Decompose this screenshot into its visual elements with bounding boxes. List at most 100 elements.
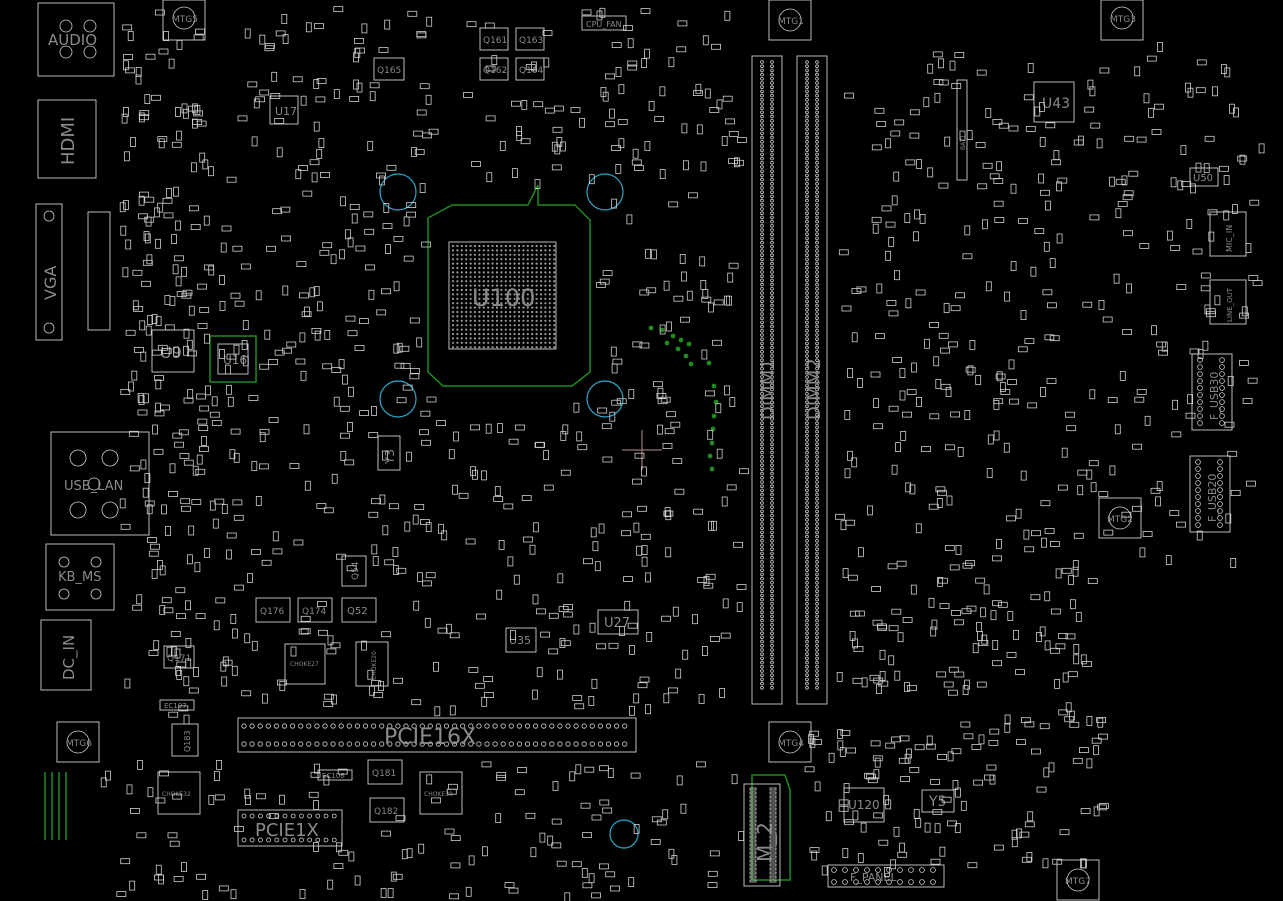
dimm-pin — [815, 685, 819, 690]
passive-pad — [382, 525, 389, 536]
m2-pin — [769, 867, 777, 871]
passive-pad — [1154, 103, 1164, 110]
passive-pad — [349, 96, 360, 102]
passive-pad — [259, 428, 270, 435]
pcie16x-slot[interactable]: PCIE16X — [237, 717, 637, 753]
cpu-pin — [478, 297, 481, 300]
passive-pad — [925, 743, 936, 750]
cpu-pin — [526, 306, 529, 309]
usb-lan-connector[interactable]: USB_LAN — [50, 431, 150, 536]
passive-pad — [710, 636, 720, 642]
svg-text:F_USB30: F_USB30 — [1208, 372, 1221, 420]
dimm-pin — [805, 81, 809, 85]
q176[interactable]: Q176 — [255, 597, 291, 623]
passive-pad — [1109, 176, 1115, 187]
passive-pad — [309, 287, 316, 298]
f-usb20-header[interactable]: F_USB20 — [1189, 455, 1231, 533]
q171[interactable]: Q171 — [163, 645, 195, 669]
dimm-pin — [760, 387, 764, 392]
ec106-cap[interactable]: EC106 — [317, 769, 353, 781]
bat1-holder[interactable]: BAT1 — [956, 79, 968, 181]
cpu-pin — [491, 306, 494, 309]
q163[interactable]: Q163 — [515, 27, 545, 51]
dimm-pin — [815, 400, 819, 405]
passive-pad — [347, 237, 354, 248]
passive-pad — [1230, 558, 1237, 568]
passive-pad — [640, 533, 651, 540]
passive-pad — [601, 423, 612, 430]
passive-pad — [1176, 284, 1187, 291]
mic-in-header[interactable]: MIC_IN — [1209, 211, 1247, 257]
q174[interactable]: Q174 — [297, 597, 333, 623]
u43-chip[interactable]: U43 — [1033, 81, 1075, 123]
cpu-fan-header[interactable]: CPU_FAN — [581, 15, 627, 31]
q52[interactable]: Q52 — [341, 597, 377, 623]
passive-pad — [941, 796, 952, 803]
q181[interactable]: Q181 — [367, 759, 403, 785]
q165[interactable]: Q165 — [373, 57, 405, 81]
kb-ms-connector[interactable]: KB_MS — [45, 543, 115, 611]
u35-chip[interactable]: U35 — [505, 627, 537, 653]
cpu-pin — [465, 341, 468, 344]
cpu-pin — [451, 315, 455, 318]
dimm1-slot[interactable]: DIMM1 — [751, 55, 783, 705]
dc-in-connector[interactable]: DC_IN — [40, 619, 92, 691]
dimm-pin — [815, 270, 819, 274]
svg-text:Q183: Q183 — [183, 730, 192, 752]
q182[interactable]: Q182 — [369, 797, 405, 823]
passive-pad — [274, 118, 285, 124]
u17-chip[interactable]: U17 — [269, 95, 299, 125]
y3-crystal[interactable]: Y3 — [377, 435, 401, 471]
passive-pad — [481, 761, 492, 768]
passive-pad — [962, 685, 969, 695]
vga-connector[interactable]: VGA — [35, 203, 111, 341]
dimm-pin — [760, 681, 764, 686]
passive-pad — [175, 220, 181, 231]
passive-pad — [358, 318, 369, 325]
header-pin — [1197, 420, 1203, 426]
f-panel-header[interactable]: F_PANEL — [827, 864, 945, 888]
passive-pad — [1237, 155, 1248, 162]
passive-pad — [163, 607, 174, 614]
cpu-socket[interactable]: U100 — [427, 184, 591, 387]
cpu-pin — [517, 293, 521, 296]
passive-pad — [126, 784, 133, 795]
passive-pad — [175, 666, 182, 676]
dimm-pin — [760, 89, 764, 94]
audio-connector[interactable]: AUDIO — [37, 2, 115, 77]
green-trace-left — [44, 772, 67, 840]
passive-pad — [148, 650, 159, 656]
pcie1x-slot[interactable]: PCIE1X — [237, 809, 343, 847]
choke32[interactable]: CHOKE32 — [157, 771, 201, 815]
u27-chip[interactable]: U27 — [597, 609, 639, 635]
cpu-pin — [544, 341, 547, 344]
cpu-pin — [509, 288, 512, 292]
dimm-pin — [770, 169, 774, 174]
dimm2-slot[interactable]: DIMM2 — [796, 55, 828, 705]
passive-pad — [864, 772, 874, 779]
line-out-header[interactable]: LINE_OUT — [1209, 279, 1247, 325]
passive-pad — [907, 685, 917, 691]
passive-pad — [977, 183, 988, 190]
dimm-pin — [770, 265, 774, 270]
passive-pad — [898, 757, 909, 764]
passive-pad — [905, 159, 916, 166]
ec107-cap[interactable]: EC107 — [159, 699, 195, 711]
passive-pad — [271, 71, 278, 82]
f-usb30-header[interactable]: F_USB30 — [1191, 353, 1233, 431]
dimm-pin — [770, 119, 774, 123]
cpu-pin — [535, 337, 538, 340]
passive-pad — [996, 161, 1002, 172]
choke30[interactable]: CHOKE30 — [419, 771, 463, 815]
m2-pin — [769, 795, 777, 799]
passive-pad — [466, 21, 477, 28]
dimm-pin — [815, 307, 819, 312]
passive-pad — [331, 367, 342, 373]
m2-slot[interactable]: M_2 — [743, 774, 791, 887]
passive-pad — [470, 466, 477, 477]
choke27[interactable]: CHOKE27 — [284, 643, 326, 685]
passive-pad — [1077, 469, 1088, 476]
passive-pad — [275, 30, 286, 37]
hdmi-connector[interactable]: HDMI — [37, 99, 97, 179]
passive-pad — [633, 824, 640, 834]
